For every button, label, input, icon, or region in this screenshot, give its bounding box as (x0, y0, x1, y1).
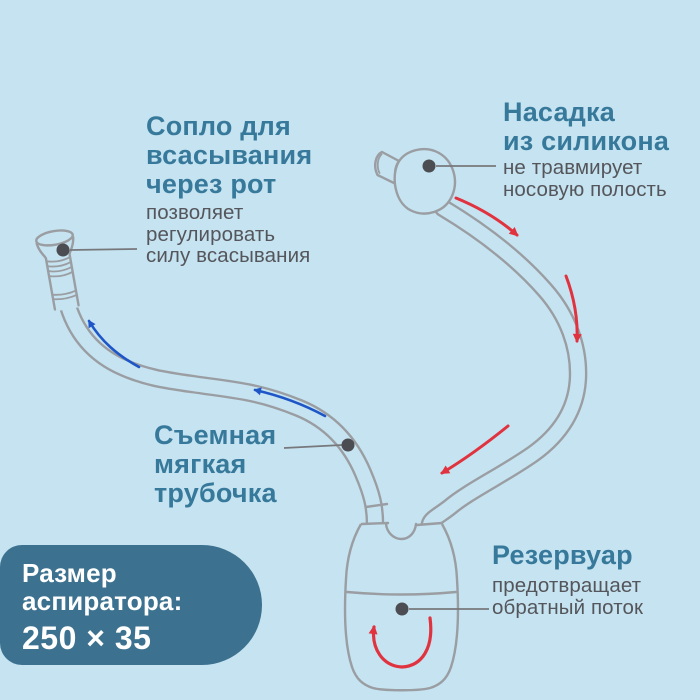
callout-reservoir: Резервуар предотвращает обратный поток (492, 541, 643, 618)
heading-line: трубочка (154, 478, 277, 508)
reservoir-description: предотвращает обратный поток (492, 575, 643, 618)
silicone-tip-description: не травмирует носовую полость (503, 157, 669, 200)
blue-flow-arrow-2 (253, 387, 327, 418)
silicone-tip-opening (376, 153, 383, 174)
callout-soft-tube: Съемная мягкая трубочка (154, 421, 277, 508)
heading-line: Съемная (154, 420, 277, 450)
size-badge-title: Размер аспиратора: (22, 558, 262, 616)
callout-mouth-nozzle: Сопло для всасывания через рот позволяет… (146, 112, 312, 267)
heading-line: через рот (146, 169, 277, 199)
silicone-tip-illustration (374, 148, 457, 215)
left-neck-joint (360, 521, 390, 526)
size-badge: Размер аспиратора: 250 × 35 (0, 545, 262, 665)
red-flow-arrow-2 (564, 274, 582, 343)
heading-line: мягкая (154, 449, 247, 479)
soft-tube-callout-dot (341, 438, 355, 452)
right-neck-joint (415, 521, 444, 527)
mouthpiece-leader-line (69, 248, 138, 251)
red-flow-arrow-3 (440, 424, 510, 475)
red-flow-arrow-1 (454, 196, 519, 237)
mouthpiece-joint-ring (51, 289, 78, 301)
mouthpiece-flange (35, 229, 74, 247)
desc-line: предотвращает (492, 574, 642, 597)
mouthpiece-illustration (35, 229, 80, 312)
backflow-loop-arrow (368, 616, 433, 669)
desc-line: силу всасывания (146, 244, 311, 267)
silicone-tip-heading: Насадка из силикона (503, 98, 669, 156)
reservoir-heading: Резервуар (492, 541, 643, 570)
desc-line: позволяет (146, 201, 244, 224)
mouthpiece-ribs (45, 256, 74, 278)
blue-flow-arrow-1 (87, 319, 141, 369)
reservoir-neck-dip (384, 522, 418, 541)
callout-silicone-tip: Насадка из силикона не травмирует носову… (503, 98, 669, 200)
mouthpiece-callout-dot (56, 243, 70, 257)
heading-line: всасывания (146, 140, 313, 170)
reservoir-divider-line (345, 590, 458, 596)
heading-line: Сопло для (146, 111, 291, 141)
badge-title-line: аспиратора: (22, 585, 183, 616)
badge-title-line: Размер (22, 558, 117, 588)
reservoir-callout-dot (395, 602, 409, 616)
reservoir-illustration (343, 502, 460, 692)
silicone-tip-callout-dot (422, 159, 436, 173)
desc-line: носовую полость (503, 177, 667, 201)
desc-line: обратный поток (492, 595, 644, 619)
soft-tube-left-illustration (55, 284, 385, 534)
heading-line: из силикона (503, 126, 670, 156)
left-neck-ring (364, 502, 389, 509)
silicone-tip-body (393, 148, 457, 215)
mouth-nozzle-description: позволяет регулировать силу всасывания (146, 202, 312, 267)
desc-line: регулировать (146, 222, 276, 246)
size-badge-value: 250 × 35 (22, 620, 152, 656)
heading-line: Резервуар (492, 540, 633, 570)
soft-tube-leader-line (283, 444, 343, 449)
soft-tube-right-illustration (420, 198, 588, 534)
heading-line: Насадка (503, 97, 615, 127)
desc-line: не травмирует (503, 156, 643, 179)
mouth-nozzle-heading: Сопло для всасывания через рот (146, 112, 312, 199)
soft-tube-heading: Съемная мягкая трубочка (154, 421, 277, 508)
